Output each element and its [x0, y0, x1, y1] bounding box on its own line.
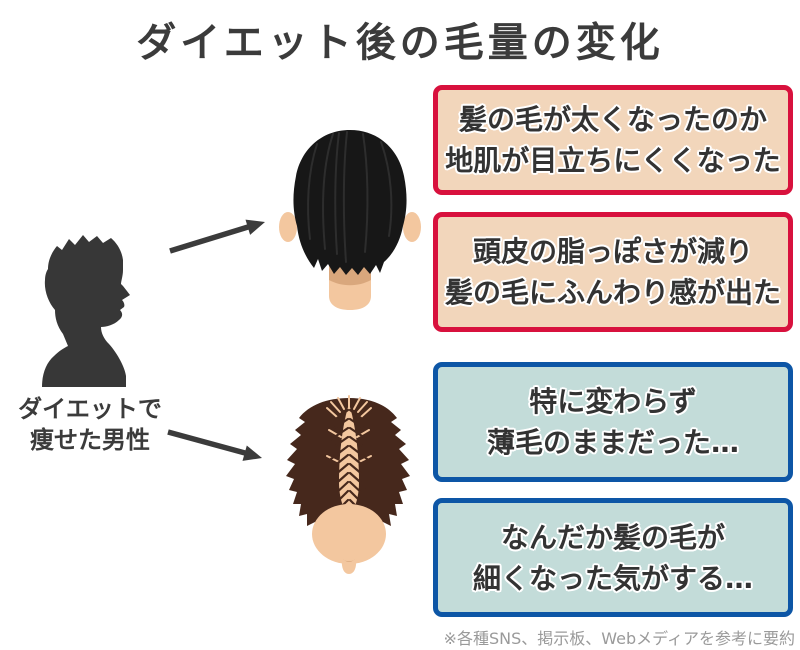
comment-line: 特に変わらず: [529, 385, 697, 418]
comment-line: 地肌が目立ちにくくなった: [445, 144, 781, 177]
comment-line: 頭皮の脂っぽさが減り: [472, 235, 753, 268]
man-profile-silhouette: [42, 235, 130, 387]
arrow-to-thinning-hair: [167, 429, 262, 461]
comment-box-less-oily-scalp: 頭皮の脂っぽさが減り 髪の毛にふんわり感が出た: [433, 212, 793, 332]
person-label-line2: 痩せた男性: [30, 426, 150, 454]
comment-line: なんだか髪の毛が: [500, 520, 725, 554]
thinning-crown-illustration: [286, 395, 410, 574]
page-title: ダイエット後の毛量の変化: [136, 20, 664, 66]
comment-box-no-change: 特に変わらず 薄毛のままだった…: [433, 362, 793, 482]
comment-box-thinner-hair: なんだか髪の毛が 細くなった気がする…: [433, 498, 793, 617]
comment-line: 薄毛のままだった…: [486, 426, 739, 459]
back-of-head-thick-hair-illustration: [279, 130, 421, 310]
comment-line: 細くなった気がする…: [472, 561, 753, 595]
person-label-line1: ダイエットで: [18, 395, 162, 423]
source-footnote: ※各種SNS、掲示板、Webメディアを参考に要約: [443, 629, 795, 648]
arrow-to-thick-hair: [169, 219, 265, 254]
comment-line: 髪の毛が太くなったのか: [458, 103, 767, 136]
comment-line: 髪の毛にふんわり感が出た: [444, 276, 781, 309]
comment-box-thicker-hair: 髪の毛が太くなったのか 地肌が目立ちにくくなった: [433, 85, 793, 195]
person-label: ダイエットで 痩せた男性: [2, 394, 178, 456]
